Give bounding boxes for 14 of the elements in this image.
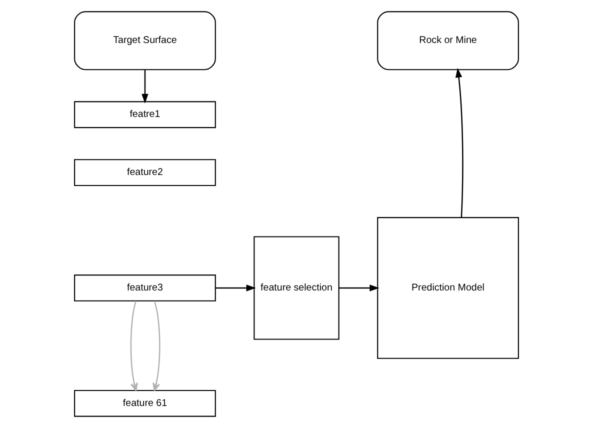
node-box: Rock or Mine	[376, 11, 518, 70]
node-box: feature selection	[253, 236, 339, 340]
arrow	[130, 300, 138, 392]
node-box: featre1	[74, 101, 216, 128]
arrow	[338, 284, 379, 292]
node-box: Target Surface	[74, 11, 216, 70]
arrow	[141, 70, 148, 104]
arrow	[214, 284, 256, 292]
node-box: feature2	[74, 159, 216, 186]
arrow	[152, 300, 160, 392]
node-box: feature 61	[74, 390, 216, 417]
node-box: Prediction Model	[376, 217, 518, 359]
node-box: feature3	[74, 274, 216, 302]
arrow	[454, 68, 463, 218]
